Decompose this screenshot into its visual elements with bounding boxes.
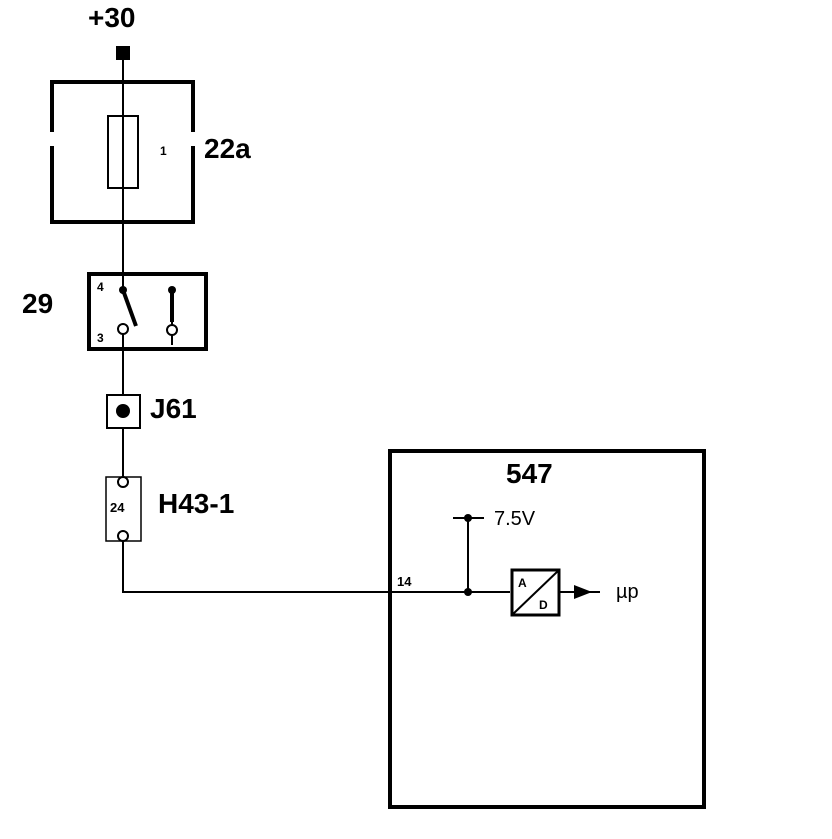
connector-pin-top <box>117 476 129 488</box>
control-unit: 547 14 7.5V A D µp <box>388 449 706 809</box>
junction-dot <box>116 404 130 418</box>
junction-id: J61 <box>150 393 197 424</box>
supply-terminal <box>116 46 130 60</box>
switch-pin-top: 4 <box>97 280 104 294</box>
switch-id: 29 <box>22 288 53 319</box>
ad-converter-bottom-label: D <box>539 598 548 612</box>
ad-converter-top-label: A <box>518 576 527 590</box>
fuse-number: 1 <box>160 144 167 158</box>
input-node <box>464 588 472 596</box>
reference-voltage-label: 7.5V <box>494 508 536 530</box>
connector-pin-number: 24 <box>110 500 125 515</box>
fuse-block: 1 22a <box>46 80 251 224</box>
output-label: µp <box>616 581 639 603</box>
junction: J61 <box>106 393 197 429</box>
control-unit-id: 547 <box>506 458 553 489</box>
switch-blade <box>121 289 138 327</box>
switch-pin-bottom: 3 <box>97 331 104 345</box>
connector-pin-bottom <box>117 530 129 542</box>
signal-wire <box>122 541 510 593</box>
fuse-block-id: 22a <box>204 133 251 164</box>
supply-label: +30 <box>88 2 136 33</box>
ad-converter-diagonal <box>511 569 560 616</box>
output-arrow-icon <box>574 585 592 599</box>
control-unit-input-pin: 14 <box>397 574 412 589</box>
switch-contact-bottom <box>117 323 129 335</box>
fuse-block-break-right <box>187 132 199 146</box>
junction-box <box>106 394 141 429</box>
control-unit-outline <box>388 449 706 809</box>
switch: 29 4 3 <box>22 272 208 351</box>
switch-outline <box>87 272 208 351</box>
connector-id: H43-1 <box>158 488 234 519</box>
fuse-block-outline <box>50 80 195 224</box>
connector: 24 H43-1 <box>105 476 234 542</box>
switch-right-contact-bottom <box>166 324 178 336</box>
fuse-block-break-left <box>46 132 58 146</box>
